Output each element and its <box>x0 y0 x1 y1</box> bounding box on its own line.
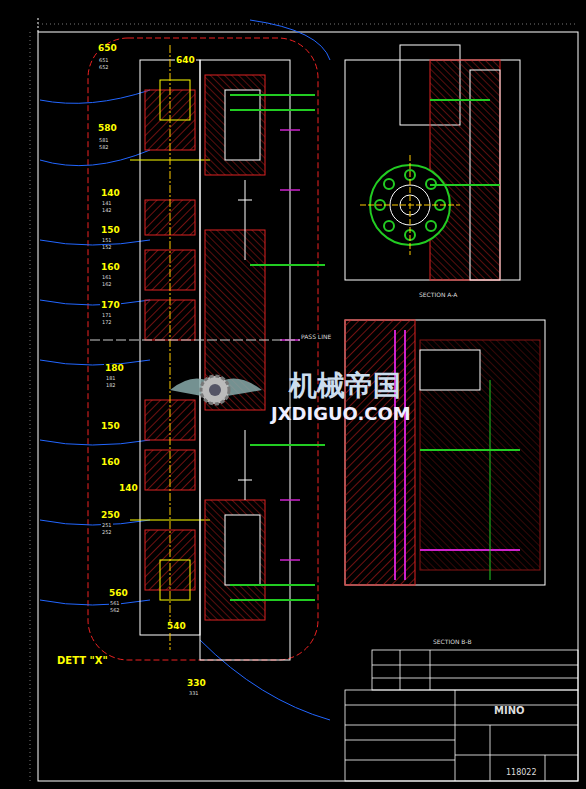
item-number: 331 <box>188 691 200 696</box>
item-number: 561 <box>109 601 121 606</box>
title-block <box>345 650 578 781</box>
callout-number: 150 <box>100 226 121 235</box>
company-logo: MINO <box>493 706 526 716</box>
callout-number: 330 <box>186 679 207 688</box>
section-title: SECTION B-B <box>432 639 473 645</box>
item-number: 172 <box>101 320 113 325</box>
leader-curves <box>40 20 330 720</box>
detail-boundary <box>88 38 318 660</box>
callout-number: 140 <box>118 484 139 493</box>
item-number: 651 <box>98 58 110 63</box>
item-number: 142 <box>101 208 113 213</box>
callout-number: 160 <box>100 458 121 467</box>
callout-number: 150 <box>100 422 121 431</box>
item-number: 151 <box>101 238 113 243</box>
callout-number: 540 <box>166 622 187 631</box>
sheet-frame <box>38 18 578 781</box>
item-number: 251 <box>101 523 113 528</box>
item-number: 581 <box>98 138 110 143</box>
roll-column <box>130 45 210 650</box>
housing-block <box>200 60 290 660</box>
item-number: 141 <box>101 201 113 206</box>
callout-number: 170 <box>100 301 121 310</box>
drawing-number: 118022 <box>505 769 538 777</box>
watermark-logo <box>170 376 262 404</box>
pass-line-label: PASS LINE <box>300 334 332 340</box>
item-number: 152 <box>101 245 113 250</box>
section-b-b <box>345 320 545 585</box>
callout-number: 250 <box>100 511 121 520</box>
section-a-a <box>345 45 520 280</box>
section-title: SECTION A-A <box>418 292 458 298</box>
callout-number: 580 <box>97 124 118 133</box>
callout-number: 140 <box>100 189 121 198</box>
callout-number: 650 <box>97 44 118 53</box>
sheet-ticks <box>30 24 578 781</box>
callout-number: 560 <box>108 589 129 598</box>
item-number: 182 <box>105 383 117 388</box>
item-number: 562 <box>109 608 121 613</box>
callout-number: 160 <box>100 263 121 272</box>
studs <box>280 130 300 560</box>
item-number: 582 <box>98 145 110 150</box>
callout-number: 180 <box>104 364 125 373</box>
pass-line <box>90 340 300 341</box>
bolts <box>230 95 325 600</box>
item-number: 652 <box>98 65 110 70</box>
item-number: 161 <box>101 275 113 280</box>
item-number: 162 <box>101 282 113 287</box>
item-number: 252 <box>101 530 113 535</box>
detail-label: DETT "X" <box>56 656 109 666</box>
callout-number: 640 <box>175 56 196 65</box>
item-number: 181 <box>105 376 117 381</box>
item-number: 171 <box>101 313 113 318</box>
watermark: JXDIGUO.COM <box>270 405 412 423</box>
watermark: 机械帝国 <box>288 372 402 400</box>
